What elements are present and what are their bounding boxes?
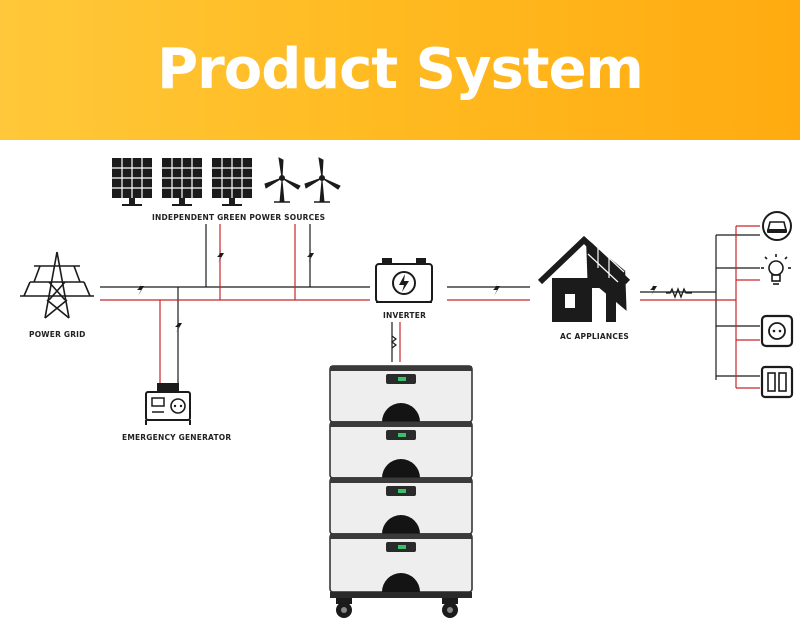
generator-icon [145, 383, 191, 425]
resistor-icon [666, 287, 692, 299]
solar-panel-icon [162, 158, 202, 206]
power-tower-icon [20, 251, 94, 319]
switch-icon [760, 365, 794, 399]
power-grid-label: POWER GRID [29, 330, 86, 339]
solar-panel-icon [212, 158, 252, 206]
inverter-icon [375, 258, 433, 303]
flow-markers [137, 248, 657, 333]
caster-wheel-icon [442, 598, 458, 618]
battery-stack [329, 365, 473, 618]
power-socket-icon [760, 314, 794, 348]
green-sources-label: INDEPENDENT GREEN POWER SOURCES [152, 213, 326, 222]
wind-turbine-icon [304, 157, 341, 203]
battery-module [329, 365, 473, 423]
light-bulb-icon [761, 254, 791, 285]
house-icon [537, 235, 631, 322]
solar-panel-icon [112, 158, 152, 206]
ac-appliances-label: AC APPLIANCES [560, 332, 629, 341]
car-icon [762, 211, 792, 241]
ac-wiring [100, 224, 760, 390]
header-banner: Product System Application [0, 0, 800, 242]
battery-module [329, 477, 473, 535]
caster-wheel-icon [336, 598, 352, 618]
page-title: Product System Application [157, 37, 644, 242]
emergency-generator-label: EMERGENCY GENERATOR [122, 433, 232, 442]
system-diagram: INDEPENDENT GREEN POWER SOURCES POWER GR… [0, 140, 800, 633]
battery-module [329, 533, 473, 593]
diagram-canvas [20, 157, 794, 618]
wind-turbine-icon [264, 157, 301, 203]
dc-wiring [100, 224, 760, 390]
inverter-label: INVERTER [383, 311, 427, 320]
battery-module [329, 421, 473, 479]
